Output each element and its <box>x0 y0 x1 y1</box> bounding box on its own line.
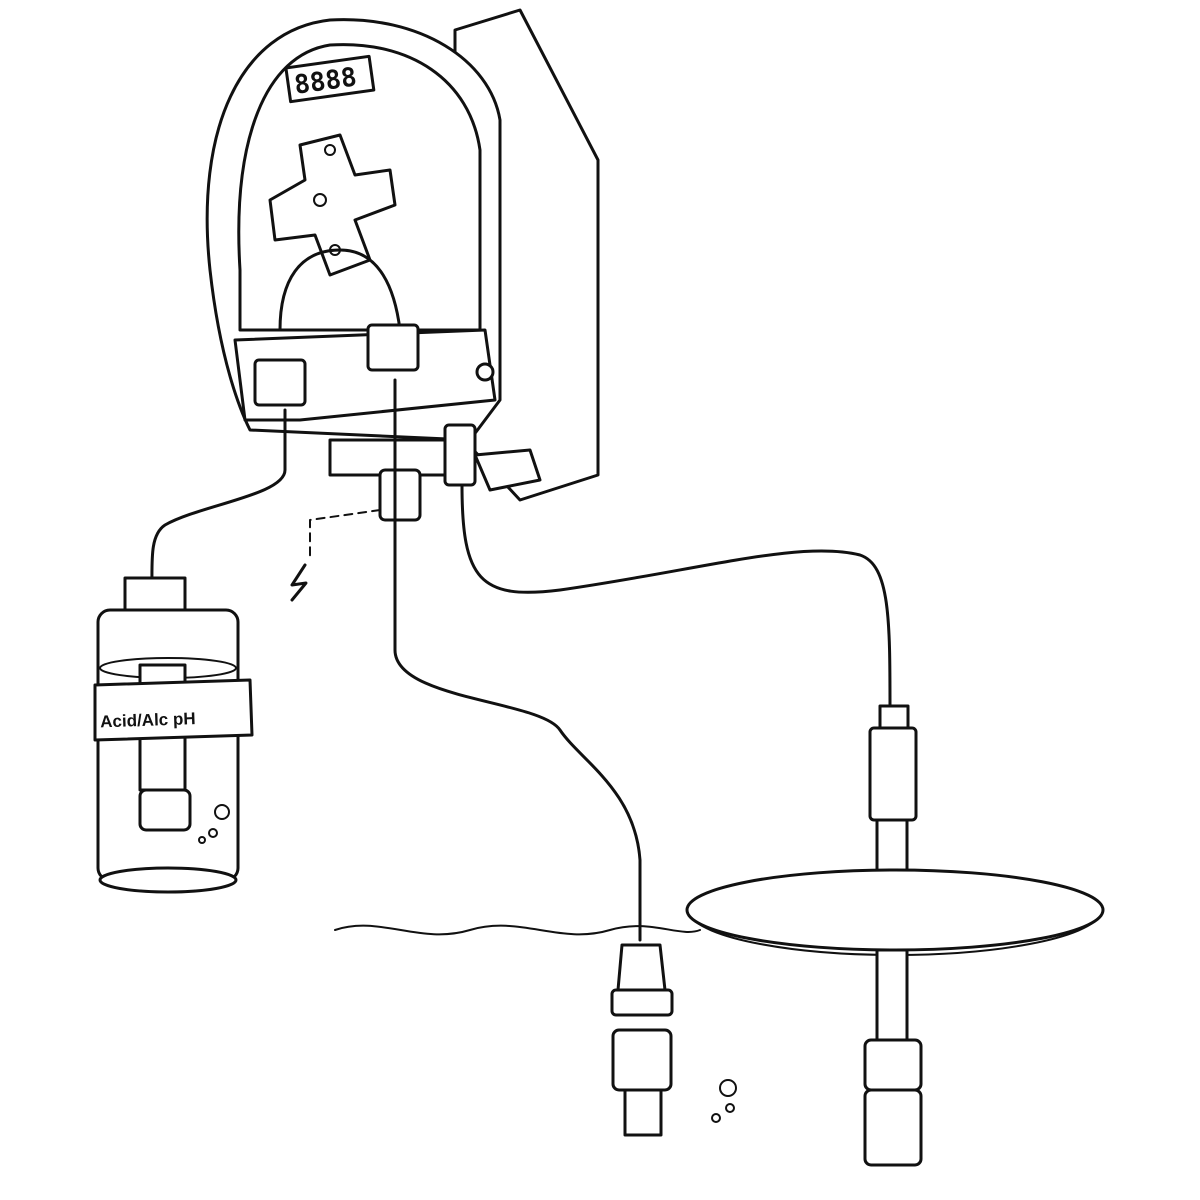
power-cable <box>309 509 381 561</box>
display <box>284 54 376 104</box>
injection-valve <box>610 943 737 1137</box>
injection-line <box>393 378 642 942</box>
water-surface <box>334 924 701 936</box>
container-label: Acid/Alc pH <box>100 709 196 731</box>
suction-line <box>150 408 287 592</box>
probe-cable <box>460 483 892 712</box>
peristaltic-pump: 8888 <box>205 8 600 522</box>
chemical-container: Acid/Alc pH <box>93 576 254 894</box>
power-icon <box>290 563 308 602</box>
ph-probe <box>685 704 1105 1167</box>
